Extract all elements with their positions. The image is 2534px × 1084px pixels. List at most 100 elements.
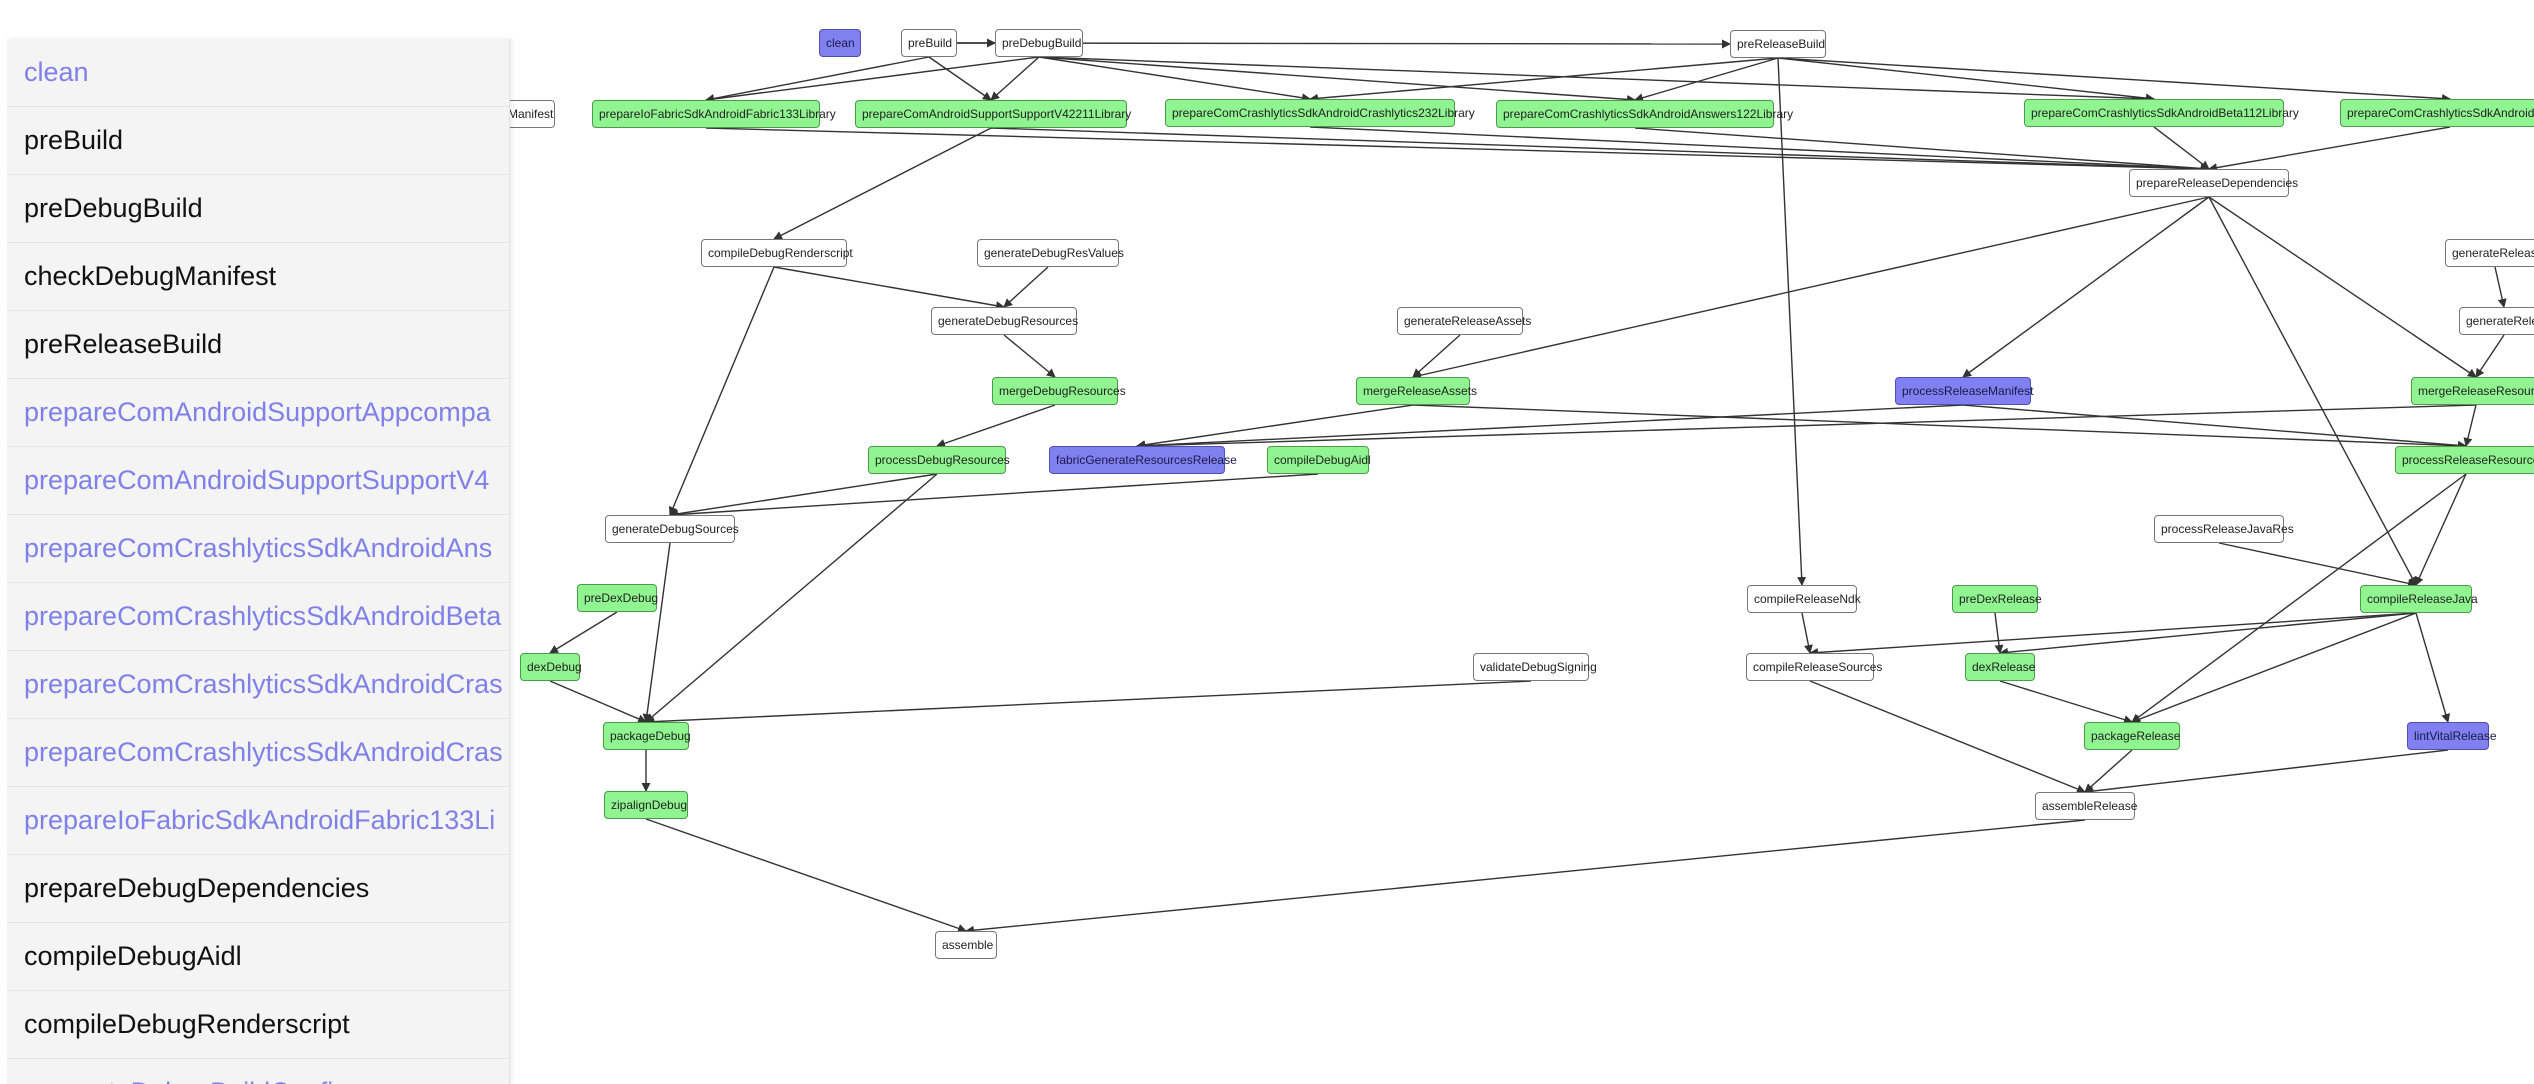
dependency-edge	[2084, 749, 2449, 796]
task-node[interactable]: compileDebugAidl	[1267, 446, 1371, 474]
task-node[interactable]: preDexRelease	[1952, 585, 2042, 613]
task-node[interactable]: preBuild	[901, 29, 957, 57]
dependency-edge	[2475, 334, 2505, 378]
task-node[interactable]: processReleaseJavaRes	[2154, 515, 2294, 543]
task-node[interactable]: prepareComCrashlyticsSdkAndroidAnswers12…	[1496, 100, 1793, 128]
dependency-edge	[2208, 126, 2451, 173]
dependency-edge	[956, 39, 1731, 49]
task-node[interactable]: prepareIoFabricSdkAndroidFabric133Librar…	[592, 100, 836, 128]
task-node[interactable]: preDebugBuild	[995, 29, 1083, 57]
sidebar-task-item[interactable]: prepareIoFabricSdkAndroidFabric133Li	[7, 787, 509, 855]
dependency-edge	[1412, 334, 1461, 378]
task-node[interactable]: generateDebugResources	[931, 307, 1078, 335]
dependency-edge	[1994, 612, 2004, 654]
dependency-edge	[2084, 749, 2133, 793]
dependency-edge	[1999, 612, 2417, 657]
task-node[interactable]: zipalignDebug	[604, 791, 688, 819]
sidebar-task-item[interactable]: preDebugBuild	[7, 175, 509, 243]
dependency-edge	[645, 680, 1532, 727]
dependency-edge	[773, 127, 992, 240]
dependency-edge	[2463, 404, 2477, 447]
dependency-edge	[1634, 127, 2210, 173]
task-node[interactable]: prepareComCrashlyticsSdkAndroidCrashlyti…	[1165, 99, 1475, 127]
task-node[interactable]: packageDebug	[603, 722, 691, 750]
task-node[interactable]: generateReleaseAssets	[1397, 307, 1531, 335]
dependency-edge	[2218, 542, 2417, 588]
sidebar-task-item[interactable]: compileDebugAidl	[7, 923, 509, 991]
dependency-edge	[2415, 612, 2451, 723]
task-node[interactable]: generateRelease	[2445, 239, 2534, 267]
dependency-edge	[990, 127, 2210, 174]
task-node[interactable]: processReleaseResources	[2395, 446, 2534, 474]
task-node[interactable]: fabricGenerateResourcesRelease	[1049, 446, 1237, 474]
task-node[interactable]: compileReleaseJava	[2360, 585, 2478, 613]
dependency-edge	[1038, 56, 1636, 104]
dependency-edge	[2153, 126, 2210, 170]
dependency-edge	[705, 56, 930, 103]
dependency-edge	[1962, 196, 2210, 378]
sidebar-task-item[interactable]: preBuild	[7, 107, 509, 175]
dependency-edge	[1634, 57, 1779, 103]
task-node[interactable]: packageRelease	[2084, 722, 2180, 750]
sidebar-task-item[interactable]: prepareDebugDependencies	[7, 855, 509, 923]
task-node[interactable]: assemble	[935, 931, 997, 959]
task-node[interactable]: processReleaseManifest	[1895, 377, 2033, 405]
dependency-edge	[1136, 404, 1964, 451]
task-node[interactable]: prepareComAndroidSupportSupportV42211Lib…	[855, 100, 1131, 128]
sidebar-task-item[interactable]: prepareComCrashlyticsSdkAndroidCras	[7, 651, 509, 719]
task-node[interactable]: prepareComCrashlyticsSdkAndroidBeta112Li…	[2024, 99, 2299, 127]
dependency-edge	[1777, 57, 2155, 103]
task-node[interactable]: preDexDebug	[577, 584, 658, 612]
task-node[interactable]: processDebugResources	[868, 446, 1010, 474]
sidebar-task-item[interactable]: prepareComAndroidSupportAppcompa	[7, 379, 509, 447]
dependency-edge	[1136, 404, 1414, 450]
task-node[interactable]: lintVitalRelease	[2407, 722, 2497, 750]
dependency-edge	[2131, 473, 2467, 723]
dependency-edge	[1809, 680, 2086, 794]
sidebar-task-item[interactable]: clean	[7, 39, 509, 107]
task-node[interactable]: mergeDebugResources	[992, 377, 1126, 405]
sidebar-task-item[interactable]: prepareComCrashlyticsSdkAndroidCras	[7, 719, 509, 787]
dependency-edge	[2415, 473, 2467, 586]
task-node[interactable]: mergeReleaseAssets	[1356, 377, 1477, 405]
task-node[interactable]: validateDebugSigning	[1473, 653, 1597, 681]
task-node[interactable]: generateDebugResValues	[977, 239, 1124, 267]
sidebar-task-item[interactable]: checkDebugManifest	[7, 243, 509, 311]
task-node[interactable]: assembleRelease	[2035, 792, 2137, 820]
task-node[interactable]: dexDebug	[520, 653, 582, 681]
task-node[interactable]: generateDebugSources	[605, 515, 739, 543]
task-node[interactable]: dexRelease	[1965, 653, 2035, 681]
task-node[interactable]: prepareComCrashlyticsSdkAndroidCrashl	[2340, 99, 2534, 127]
sidebar-task-item[interactable]: generateDebugBuildConfig	[7, 1059, 509, 1084]
dependency-edge	[642, 542, 671, 723]
task-node[interactable]: preReleaseBuild	[1730, 30, 1826, 58]
task-node[interactable]: compileReleaseNdk	[1747, 585, 1861, 613]
dependency-edge	[1309, 57, 1779, 103]
dependency-edge	[705, 127, 2210, 174]
dependency-edge	[1801, 612, 1813, 654]
dependency-edge	[773, 266, 1005, 311]
dependency-edge	[645, 818, 967, 933]
dependency-edge	[1777, 57, 2451, 104]
sidebar-task-item[interactable]: preReleaseBuild	[7, 311, 509, 379]
sidebar-task-item[interactable]: prepareComCrashlyticsSdkAndroidAns	[7, 515, 509, 583]
task-node[interactable]: compileReleaseSources	[1746, 653, 1882, 681]
sidebar-task-item[interactable]: prepareComCrashlyticsSdkAndroidBeta	[7, 583, 509, 651]
dependency-edge	[549, 611, 618, 654]
sidebar-task-item[interactable]: compileDebugRenderscript	[7, 991, 509, 1059]
sidebar-task-item[interactable]: prepareComAndroidSupportSupportV4	[7, 447, 509, 515]
task-node[interactable]: prepareReleaseDependencies	[2129, 169, 2298, 197]
task-node[interactable]: mergeReleaseResources	[2411, 377, 2534, 405]
task-node[interactable]: generateReleas	[2459, 307, 2534, 335]
dependency-edge	[2208, 196, 2477, 378]
dependency-edge	[2208, 196, 2417, 586]
task-node[interactable]: Manifest	[501, 100, 555, 128]
dependency-edge	[1999, 680, 2133, 724]
task-node[interactable]: clean	[819, 29, 861, 57]
task-node[interactable]: compileDebugRenderscript	[701, 239, 853, 267]
dependency-edge	[928, 56, 992, 101]
dependency-edge	[705, 56, 1040, 104]
